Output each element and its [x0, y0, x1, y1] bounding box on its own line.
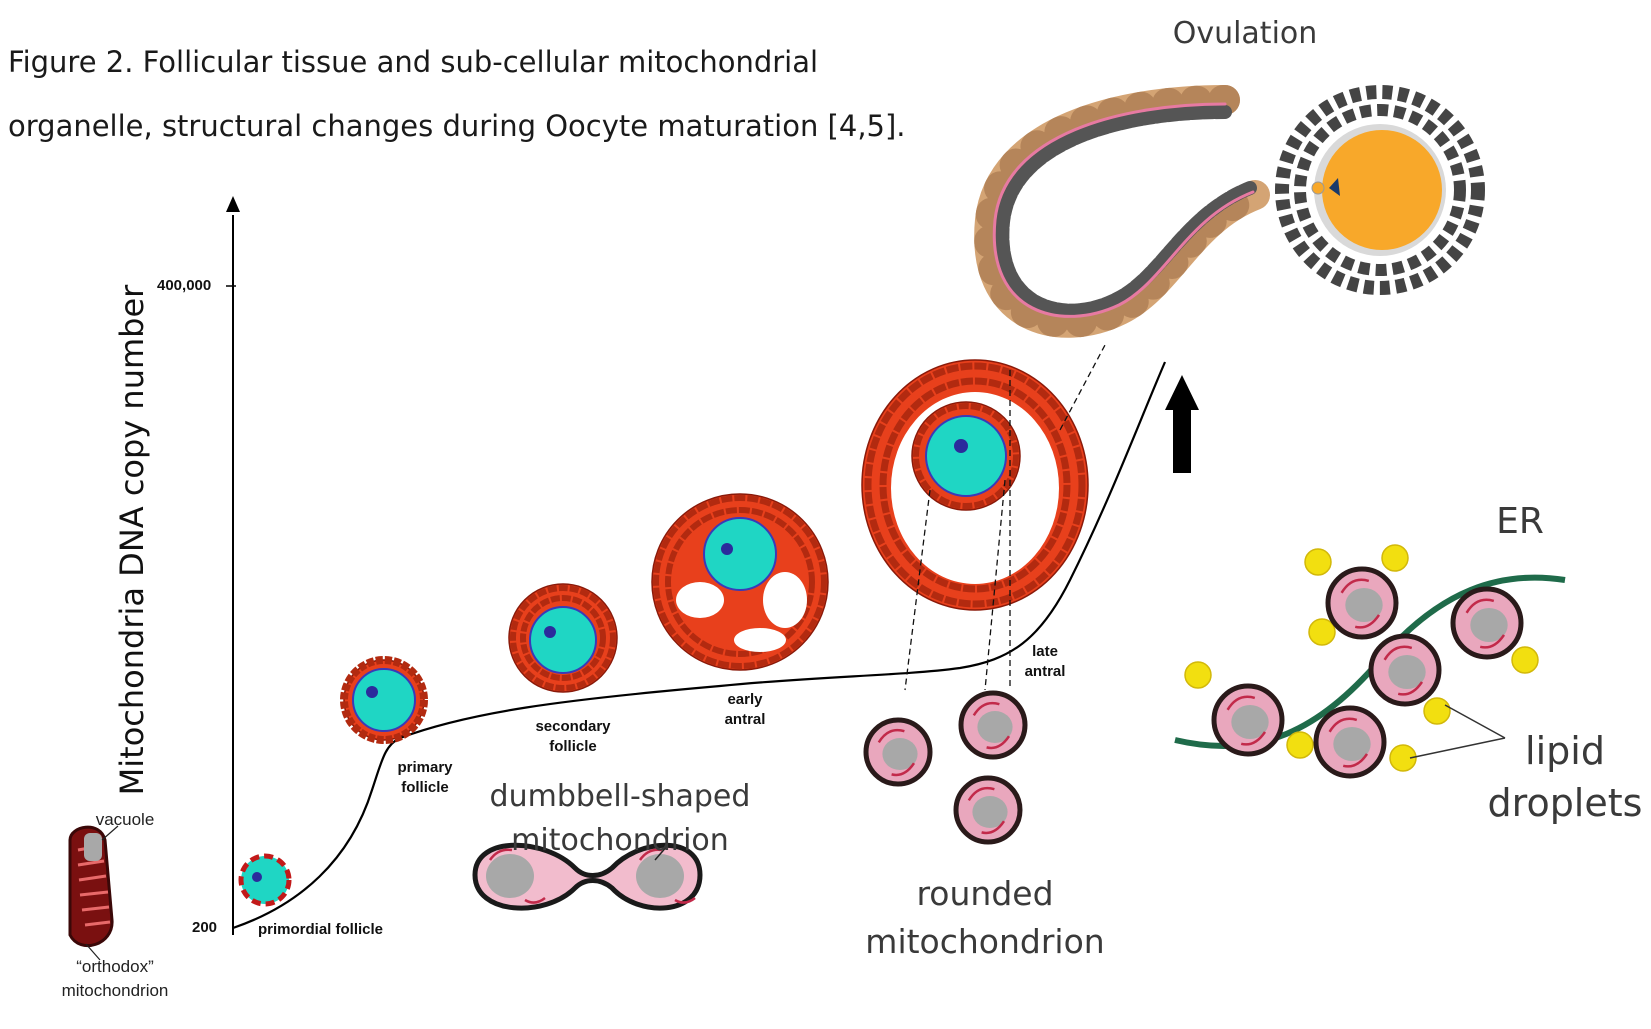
- primary-follicle: [340, 656, 428, 744]
- caption-line-1: Figure 2. Follicular tissue and sub-cell…: [8, 45, 819, 79]
- stage-label-secondary-line2: follicle: [549, 738, 597, 755]
- stage-label-primary-line2: follicle: [401, 779, 449, 796]
- stage-label-primary: primary follicle: [390, 758, 460, 798]
- ovulation-label: Ovulation: [1172, 16, 1318, 51]
- orthodox-label-line1: “orthodox”: [76, 957, 154, 976]
- dumbbell-mitochondrion-label: dumbbell-shaped mitochondrion: [470, 775, 770, 863]
- orthodox-mitochondrion: [68, 825, 119, 961]
- y-axis-label: Mitochondria DNA copy number: [113, 284, 151, 796]
- lipid-droplet-4: [1511, 646, 1539, 674]
- lipid-droplet-8: [1389, 744, 1417, 772]
- rounded-mitochondrion-3: [953, 775, 1023, 845]
- y-axis-arrow: [226, 196, 240, 212]
- dumbbell-label-line1: dumbbell-shaped: [489, 779, 751, 814]
- lipid-droplet-7: [1286, 731, 1314, 759]
- figure-caption: Figure 2. Follicular tissue and sub-cell…: [8, 30, 938, 158]
- er-mitochondrion-3: [1368, 633, 1442, 707]
- stage-label-primary-line1: primary: [397, 759, 453, 776]
- er-mitochondrion-1: [1325, 566, 1399, 640]
- vacuole-label: vacuole: [95, 810, 155, 829]
- primordial-follicle: [238, 853, 292, 907]
- stage-label-late-line1: late: [1032, 643, 1058, 660]
- lipid-droplets-label: lipid droplets: [1480, 725, 1650, 829]
- ovulated-oocyte: [1275, 85, 1485, 295]
- er-mitochondrion-2: [1450, 586, 1524, 660]
- er-label: ER: [1496, 501, 1544, 542]
- er-mitochondrion-5: [1313, 705, 1387, 779]
- stage-label-late-antral: late antral: [1015, 642, 1075, 682]
- dumbbell-label-line2: mitochondrion: [511, 823, 729, 858]
- ovulation-arrow: [1165, 375, 1199, 473]
- lipid-droplet-5: [1184, 661, 1212, 689]
- leader-lines: [904, 344, 1106, 691]
- lipid-label-line1: lipid: [1525, 729, 1605, 773]
- stage-label-early-antral: early antral: [715, 690, 775, 730]
- rounded-mitochondrion-label: rounded mitochondrion: [850, 870, 1120, 966]
- rounded-mitochondrion-1: [863, 717, 933, 787]
- lipid-pointer-lines: [1409, 704, 1506, 759]
- lipid-droplets: [1184, 544, 1539, 772]
- stage-label-early-line1: early: [727, 691, 763, 708]
- growth-curve: [232, 361, 1167, 930]
- rounded-mitochondria: [863, 690, 1028, 845]
- stage-label-early-line2: antral: [724, 711, 766, 728]
- orthodox-label-line2: mitochondrion: [61, 981, 169, 1000]
- rounded-label-line1: rounded: [916, 874, 1054, 913]
- orthodox-mitochondrion-label: “orthodox” mitochondrion: [45, 955, 185, 1003]
- stage-label-primordial: primordial follicle: [258, 921, 384, 938]
- ovulated-follicle-wall: [974, 85, 1270, 338]
- caption-line-2: organelle, structural changes during Ooc…: [8, 109, 906, 143]
- er-mitochondria: [1211, 566, 1524, 779]
- lipid-label-line2: droplets: [1487, 781, 1643, 825]
- lipid-droplet-6: [1423, 697, 1451, 725]
- late-antral-follicle: [861, 359, 1089, 611]
- stage-label-late-line2: antral: [1024, 663, 1066, 680]
- stage-label-secondary-line1: secondary: [535, 718, 611, 735]
- lipid-droplet-1: [1304, 548, 1332, 576]
- rounded-label-line2: mitochondrion: [865, 922, 1105, 961]
- rounded-mitochondrion-2: [958, 690, 1028, 760]
- dumbbell-mitochondrion: [472, 842, 703, 911]
- stage-label-secondary: secondary follicle: [528, 717, 618, 757]
- lipid-droplet-2: [1381, 544, 1409, 572]
- tick-label-top: 400,000: [157, 277, 212, 294]
- lipid-droplet-3: [1308, 618, 1336, 646]
- early-antral-follicle: [651, 493, 829, 671]
- er-mitochondrion-4: [1211, 683, 1285, 757]
- secondary-follicle: [508, 583, 618, 693]
- tick-label-bottom: 200: [192, 919, 218, 936]
